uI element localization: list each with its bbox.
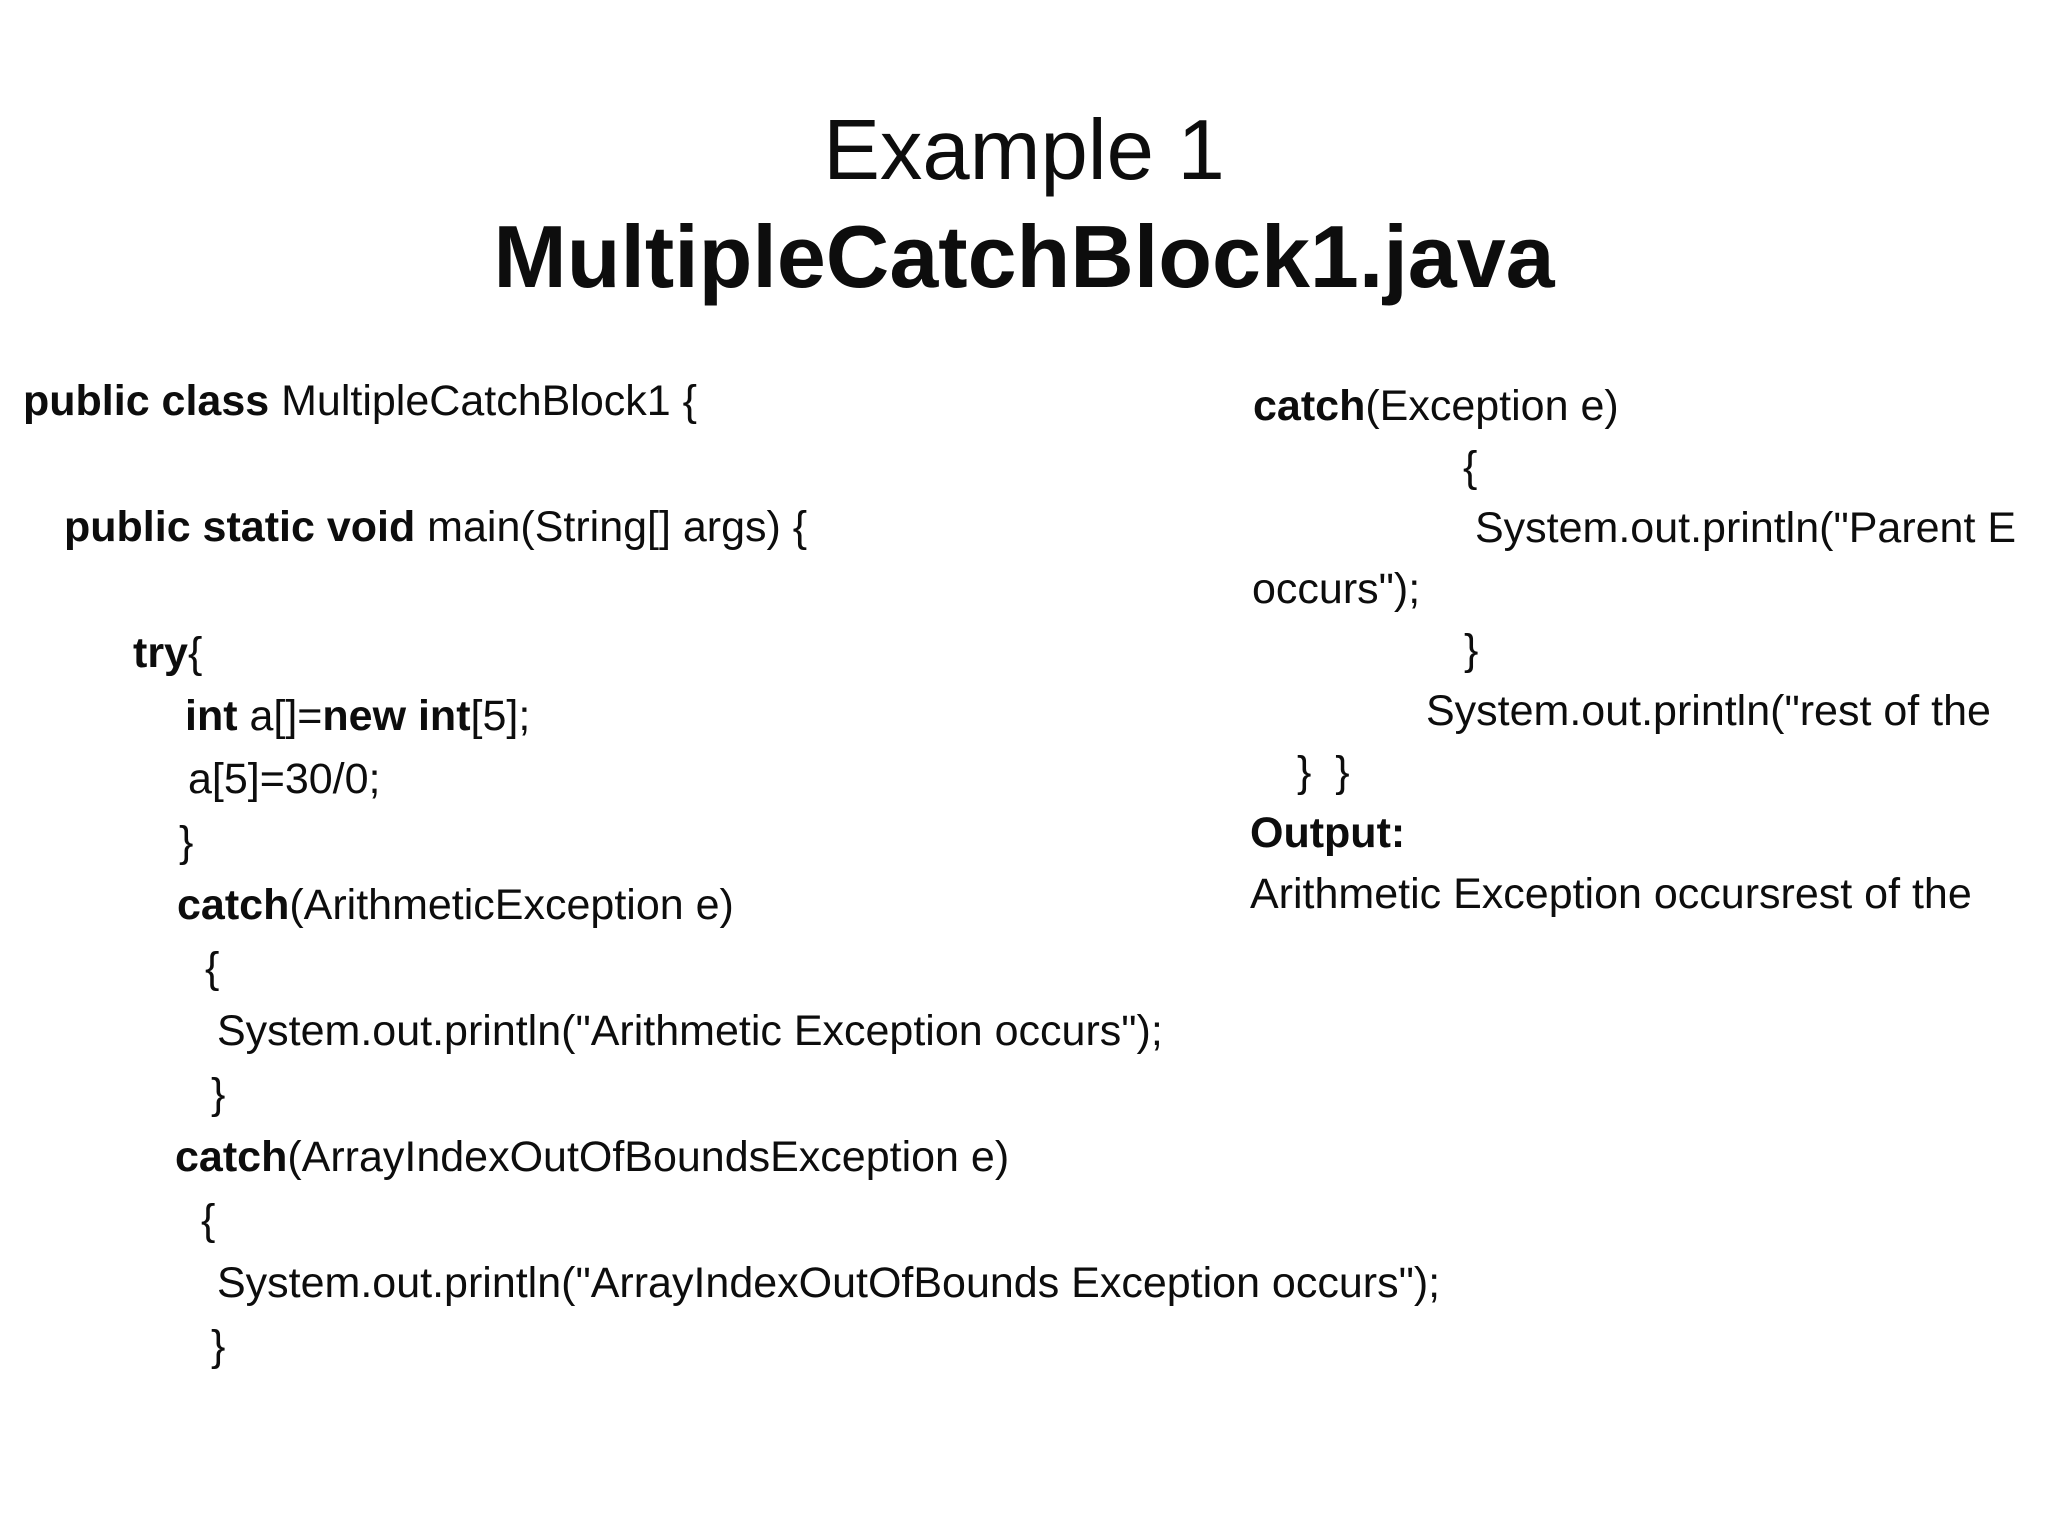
output-text: Arithmetic Exception occursrest of the bbox=[1250, 870, 1972, 918]
slide-title: Example 1 bbox=[823, 103, 1225, 198]
code-line-println-rest-clipped: System.out.println("rest of the bbox=[1250, 681, 2048, 742]
code-line-closing-braces: } } bbox=[1250, 742, 2048, 803]
code-line-catch-arrayindex: catch(ArrayIndexOutOfBoundsException e) bbox=[0, 1126, 1250, 1189]
keyword-public-static-void: public static void bbox=[64, 503, 428, 551]
output-result-line: Arithmetic Exception occursrest of the bbox=[1250, 864, 2048, 925]
output-label: Output: bbox=[1250, 809, 1406, 857]
keyword-catch: catch bbox=[177, 881, 290, 929]
keyword-int: int bbox=[185, 692, 250, 740]
code-text: } } bbox=[1297, 748, 1350, 796]
code-text: { bbox=[1463, 443, 1478, 491]
code-column-left: public class MultipleCatchBlock1 { publi… bbox=[0, 370, 1440, 1378]
code-text: System.out.println("ArrayIndexOutOfBound… bbox=[217, 1259, 1441, 1307]
code-line-open-brace: { bbox=[0, 937, 1250, 1000]
code-line-close-brace: } bbox=[0, 811, 1250, 874]
code-text: (ArithmeticException e) bbox=[289, 881, 734, 929]
code-line-println-parent-clipped: System.out.println("Parent E bbox=[1250, 498, 2048, 559]
code-text: { bbox=[201, 1196, 216, 1244]
code-line-catch-arithmetic: catch(ArithmeticException e) bbox=[0, 874, 1250, 937]
code-text: } bbox=[179, 818, 194, 866]
keyword-new-int: new int bbox=[322, 692, 471, 740]
code-text: { bbox=[187, 629, 203, 677]
code-text: System.out.println("Arithmetic Exception… bbox=[217, 1007, 1163, 1055]
code-line-close-brace: } bbox=[0, 1315, 1250, 1378]
code-line-println-arrayindex: System.out.println("ArrayIndexOutOfBound… bbox=[0, 1252, 1440, 1315]
code-text: a[5]=30/0; bbox=[188, 755, 381, 803]
keyword-try: try bbox=[133, 629, 188, 677]
code-line-assignment: a[5]=30/0; bbox=[0, 748, 1250, 811]
code-line-catch-exception: catch(Exception e) bbox=[1250, 376, 2048, 437]
code-line-close-brace: } bbox=[0, 1063, 1250, 1126]
output-label-line: Output: bbox=[1250, 803, 2048, 864]
keyword-catch: catch bbox=[1253, 382, 1366, 430]
code-column-right: catch(Exception e) { System.out.println(… bbox=[1250, 376, 2048, 925]
code-text: } bbox=[211, 1070, 226, 1118]
code-line-wrap-occurs: occurs"); bbox=[1250, 559, 2048, 620]
code-line-blank bbox=[0, 559, 1250, 622]
code-line-open-brace: { bbox=[0, 1189, 1250, 1252]
code-line-try: try{ bbox=[0, 622, 1250, 685]
code-text: a[]= bbox=[249, 692, 323, 740]
keyword-catch: catch bbox=[175, 1133, 288, 1181]
code-text: System.out.println("rest of the bbox=[1426, 687, 1991, 735]
code-text: (ArrayIndexOutOfBoundsException e) bbox=[287, 1133, 1010, 1181]
code-line-open-brace: { bbox=[1250, 437, 2048, 498]
code-line-println-arithmetic: System.out.println("Arithmetic Exception… bbox=[0, 1000, 1250, 1063]
code-line-main-decl: public static void main(String[] args) { bbox=[0, 496, 1250, 559]
code-text: } bbox=[1464, 626, 1479, 674]
code-line-blank bbox=[0, 433, 1250, 496]
code-text: (Exception e) bbox=[1365, 382, 1619, 430]
code-text: System.out.println("Parent E bbox=[1475, 504, 2017, 552]
code-text: { bbox=[205, 944, 220, 992]
code-line-array-decl: int a[]=new int[5]; bbox=[0, 685, 1250, 748]
slide-title-block: Example 1 MultipleCatchBlock1.java bbox=[0, 100, 2048, 312]
code-text: main(String[] args) { bbox=[427, 503, 808, 551]
code-line-class-decl: public class MultipleCatchBlock1 { bbox=[0, 370, 1250, 433]
code-line-close-brace: } bbox=[1250, 620, 2048, 681]
code-text: MultipleCatchBlock1 { bbox=[281, 377, 697, 425]
code-text: occurs"); bbox=[1252, 565, 1421, 613]
code-text: } bbox=[211, 1322, 226, 1370]
code-text: [5]; bbox=[470, 692, 531, 740]
slide-subtitle-filename: MultipleCatchBlock1.java bbox=[493, 207, 1555, 306]
keyword-public-class: public class bbox=[23, 377, 282, 425]
